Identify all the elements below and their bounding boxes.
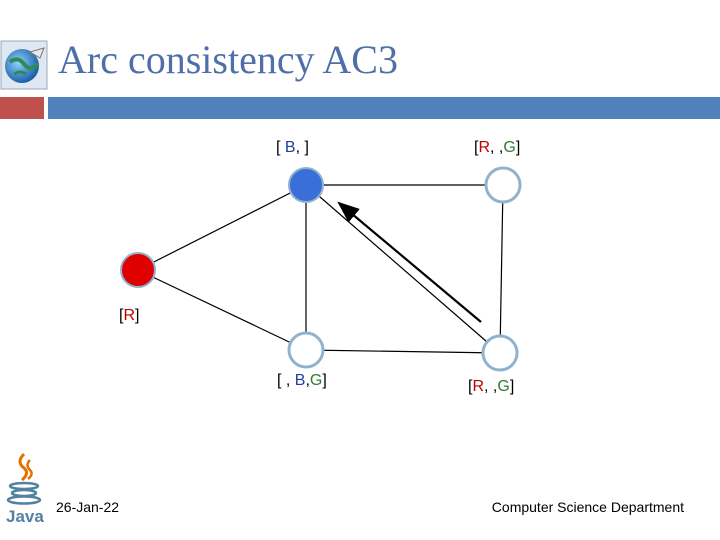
value-blue: B xyxy=(284,139,296,156)
globe-logo-icon xyxy=(0,40,48,90)
footer-department: Computer Science Department xyxy=(491,499,684,515)
domain-label-bottom: [ , B,G] xyxy=(277,372,327,390)
label-text: [ xyxy=(276,139,285,156)
node-bottomright xyxy=(481,334,519,372)
label-text: ] xyxy=(515,139,521,156)
label-text: , , xyxy=(484,378,498,395)
label-text: ] xyxy=(304,139,309,156)
edge-bottom-bottomright xyxy=(305,349,501,354)
value-red: R xyxy=(472,378,485,395)
edge-left-bottom xyxy=(137,269,307,351)
node-topright xyxy=(484,166,522,204)
java-logo-icon: Java xyxy=(4,452,44,526)
label-text: [ xyxy=(119,307,124,324)
node-bottom xyxy=(287,331,325,369)
label-text: [ xyxy=(474,139,479,156)
value-red: R xyxy=(478,139,491,156)
title-accent-bar-blue xyxy=(48,97,720,119)
domain-label-bottomright: [R, ,G] xyxy=(468,378,514,396)
slide-title: Arc consistency AC3 xyxy=(58,37,398,82)
node-left-red xyxy=(120,252,156,288)
value-green: G xyxy=(309,372,323,389)
domain-label-topright: [R, ,G] xyxy=(474,139,520,157)
title-accent-bar-red xyxy=(0,97,44,119)
domain-label-top: [ B, ] xyxy=(276,139,309,157)
label-text: [ xyxy=(468,378,473,395)
value-green: G xyxy=(503,139,516,156)
edge-left-top xyxy=(137,184,307,271)
value-green: G xyxy=(497,378,510,395)
edge-topright-bottomright xyxy=(499,184,504,354)
arc-arrow xyxy=(337,201,482,323)
label-text: ] xyxy=(322,372,327,389)
edge-top-bottomright xyxy=(311,189,495,349)
svg-text:Java: Java xyxy=(6,507,44,526)
footer-date: 26-Jan-22 xyxy=(56,499,120,515)
label-text: ] xyxy=(509,378,515,395)
domain-label-left: [R] xyxy=(119,307,139,325)
label-text: , xyxy=(295,139,305,156)
label-text: [ , xyxy=(277,372,295,389)
value-blue: B xyxy=(294,372,306,389)
node-top-blue xyxy=(288,167,324,203)
label-text: , xyxy=(305,372,310,389)
label-text: ] xyxy=(135,307,140,324)
label-text: , , xyxy=(490,139,504,156)
value-red: R xyxy=(123,307,136,324)
